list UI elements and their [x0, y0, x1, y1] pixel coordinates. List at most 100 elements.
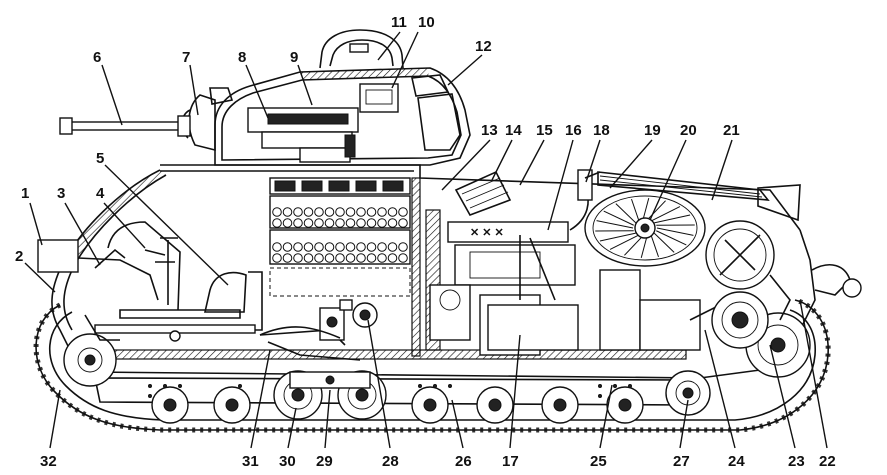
shell-round [314, 207, 324, 217]
shell-round [303, 218, 314, 228]
callout-2: 2 [15, 248, 23, 265]
shell-round [345, 207, 356, 217]
ammunition-racks [269, 177, 411, 297]
callout-17: 17 [502, 453, 519, 470]
fan-blade [654, 214, 691, 224]
fan-blade [615, 203, 637, 224]
callout-32: 32 [40, 453, 57, 470]
fan-blade [642, 197, 650, 221]
callout-25: 25 [590, 453, 607, 470]
callout-14: 14 [505, 122, 522, 139]
skirt-rivets [148, 384, 632, 398]
shell-round [356, 253, 366, 263]
shell-round [387, 218, 398, 228]
shell-round [282, 242, 293, 252]
callout-22: 22 [819, 453, 836, 470]
shell-round [272, 218, 282, 228]
shell-round [303, 253, 314, 263]
callout-5: 5 [96, 150, 104, 167]
callout-3: 3 [57, 185, 65, 202]
callout-12: 12 [475, 38, 492, 55]
callout-20: 20 [680, 122, 697, 139]
shell-round [293, 253, 303, 263]
generator-cooling [705, 220, 862, 349]
road-wheels [63, 302, 811, 424]
callout-1: 1 [21, 185, 29, 202]
shell-round [398, 207, 408, 217]
fan-blade [624, 235, 644, 256]
shell-round [356, 207, 366, 217]
shell-round [377, 218, 387, 228]
callout-9: 9 [290, 49, 298, 66]
fan-blade [640, 235, 648, 259]
shell-round [293, 218, 303, 228]
callout-11: 11 [391, 14, 407, 31]
callout-6: 6 [93, 49, 101, 66]
exhaust-muffler [597, 171, 801, 222]
fan-blade [599, 232, 636, 242]
fan-blade [656, 227, 694, 236]
shell-round [272, 207, 282, 217]
callout-21: 21 [723, 122, 740, 139]
shell-round [366, 207, 377, 217]
shell-round [282, 253, 293, 263]
callout-19: 19 [644, 122, 661, 139]
shell-round [324, 242, 335, 252]
callout-28: 28 [382, 453, 399, 470]
fan-blade [603, 210, 634, 226]
shell-round [387, 207, 398, 217]
shell-round [366, 253, 377, 263]
fan-blade [646, 200, 666, 221]
shell-round [324, 253, 335, 263]
callout-31: 31 [242, 453, 259, 470]
shell-round [324, 218, 335, 228]
fan-blade [596, 220, 634, 229]
turret [59, 29, 471, 166]
callout-27: 27 [673, 453, 690, 470]
shell-round [387, 253, 398, 263]
shell-round [356, 242, 366, 252]
shell-round [387, 242, 398, 252]
shell-round [324, 207, 335, 217]
callout-13: 13 [481, 122, 498, 139]
callout-23: 23 [788, 453, 805, 470]
fan-blade [656, 230, 687, 246]
shell-round [335, 253, 345, 263]
shell-round [314, 218, 324, 228]
shell-round [293, 242, 303, 252]
fan-blade [653, 232, 675, 253]
shell-round [377, 207, 387, 217]
shell-round [345, 242, 356, 252]
shell-round [335, 242, 345, 252]
fan-blade [609, 234, 640, 250]
shell-round [366, 218, 377, 228]
callout-30: 30 [279, 453, 296, 470]
shell-round [303, 242, 314, 252]
shell-round [335, 218, 345, 228]
callout-labels: 1 2 3 4 5 6 7 8 9 10 11 12 13 14 15 16 1… [15, 14, 836, 470]
fan-blade [650, 234, 659, 258]
shell-round [272, 242, 282, 252]
shell-round [314, 242, 324, 252]
engine-compartment: ✕ ✕ ✕ [425, 169, 721, 356]
shell-round [345, 218, 356, 228]
callout-18: 18 [593, 122, 610, 139]
shell-round [366, 242, 377, 252]
callout-16: 16 [565, 122, 582, 139]
fan-blade [631, 198, 640, 222]
shell-round [356, 218, 366, 228]
shell-round [377, 253, 387, 263]
shell-round [303, 207, 314, 217]
shell-round [398, 218, 408, 228]
shell-round [398, 242, 408, 252]
shell-round [335, 207, 345, 217]
callout-7: 7 [182, 49, 190, 66]
svg-text:✕ ✕ ✕: ✕ ✕ ✕ [470, 227, 504, 239]
fan-blade [650, 206, 681, 222]
shell-round [282, 218, 293, 228]
callout-10: 10 [418, 14, 435, 31]
shell-round [272, 253, 282, 263]
shell-round [398, 253, 408, 263]
